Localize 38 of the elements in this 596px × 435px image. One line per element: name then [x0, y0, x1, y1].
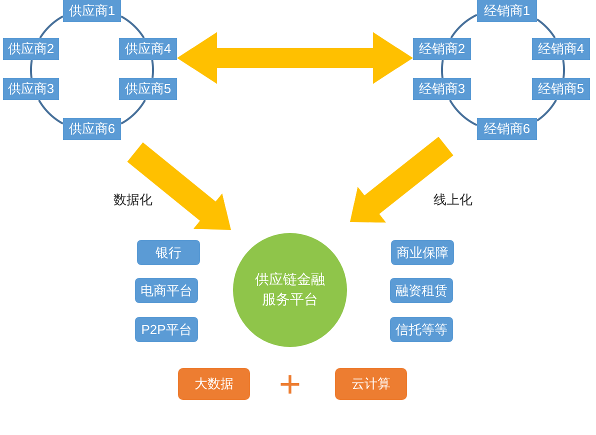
dealer-box: 经销商6 [477, 118, 537, 140]
plus-sign: + [278, 366, 302, 404]
block-arrow [177, 32, 413, 84]
ring-arc [536, 99, 558, 122]
ring-arc [441, 59, 444, 79]
ring-arc [120, 99, 146, 125]
ring-arc [39, 15, 64, 39]
ring-arc [450, 14, 478, 39]
supplier-box: 供应商4 [119, 38, 177, 60]
ring-arc [120, 15, 145, 39]
supplier-box: 供应商2 [3, 38, 59, 60]
tech-box: 大数据 [178, 368, 250, 400]
dealer-box: 经销商4 [532, 38, 590, 60]
supplier-box: 供应商3 [3, 78, 59, 100]
ring-arc [562, 59, 565, 79]
dealer-box: 经销商5 [532, 78, 590, 100]
dealer-box: 经销商2 [413, 38, 471, 60]
service-box: 银行 [137, 240, 200, 265]
platform-circle [233, 233, 347, 347]
ring-arc [449, 99, 478, 126]
service-box: 商业保障 [391, 240, 454, 265]
supplier-box: 供应商6 [63, 118, 121, 140]
edge-label: 数据化 [112, 191, 154, 209]
tech-box: 云计算 [335, 368, 407, 400]
ring-arc [38, 99, 64, 125]
platform-title: 供应链金融服务平台 [254, 270, 326, 309]
ring-arc [536, 18, 556, 39]
service-box: 融资租赁 [390, 278, 453, 303]
supplier-box: 供应商5 [119, 78, 177, 100]
service-box: 信托等等 [390, 317, 453, 342]
service-box: P2P平台 [135, 317, 198, 342]
service-box: 电商平台 [135, 278, 198, 303]
dealer-box: 经销商3 [413, 78, 471, 100]
edge-label: 线上化 [432, 191, 474, 209]
ring-arc [30, 59, 33, 79]
supplier-box: 供应商1 [63, 0, 121, 22]
dealer-box: 经销商1 [477, 0, 537, 22]
ring-arc [151, 59, 154, 79]
